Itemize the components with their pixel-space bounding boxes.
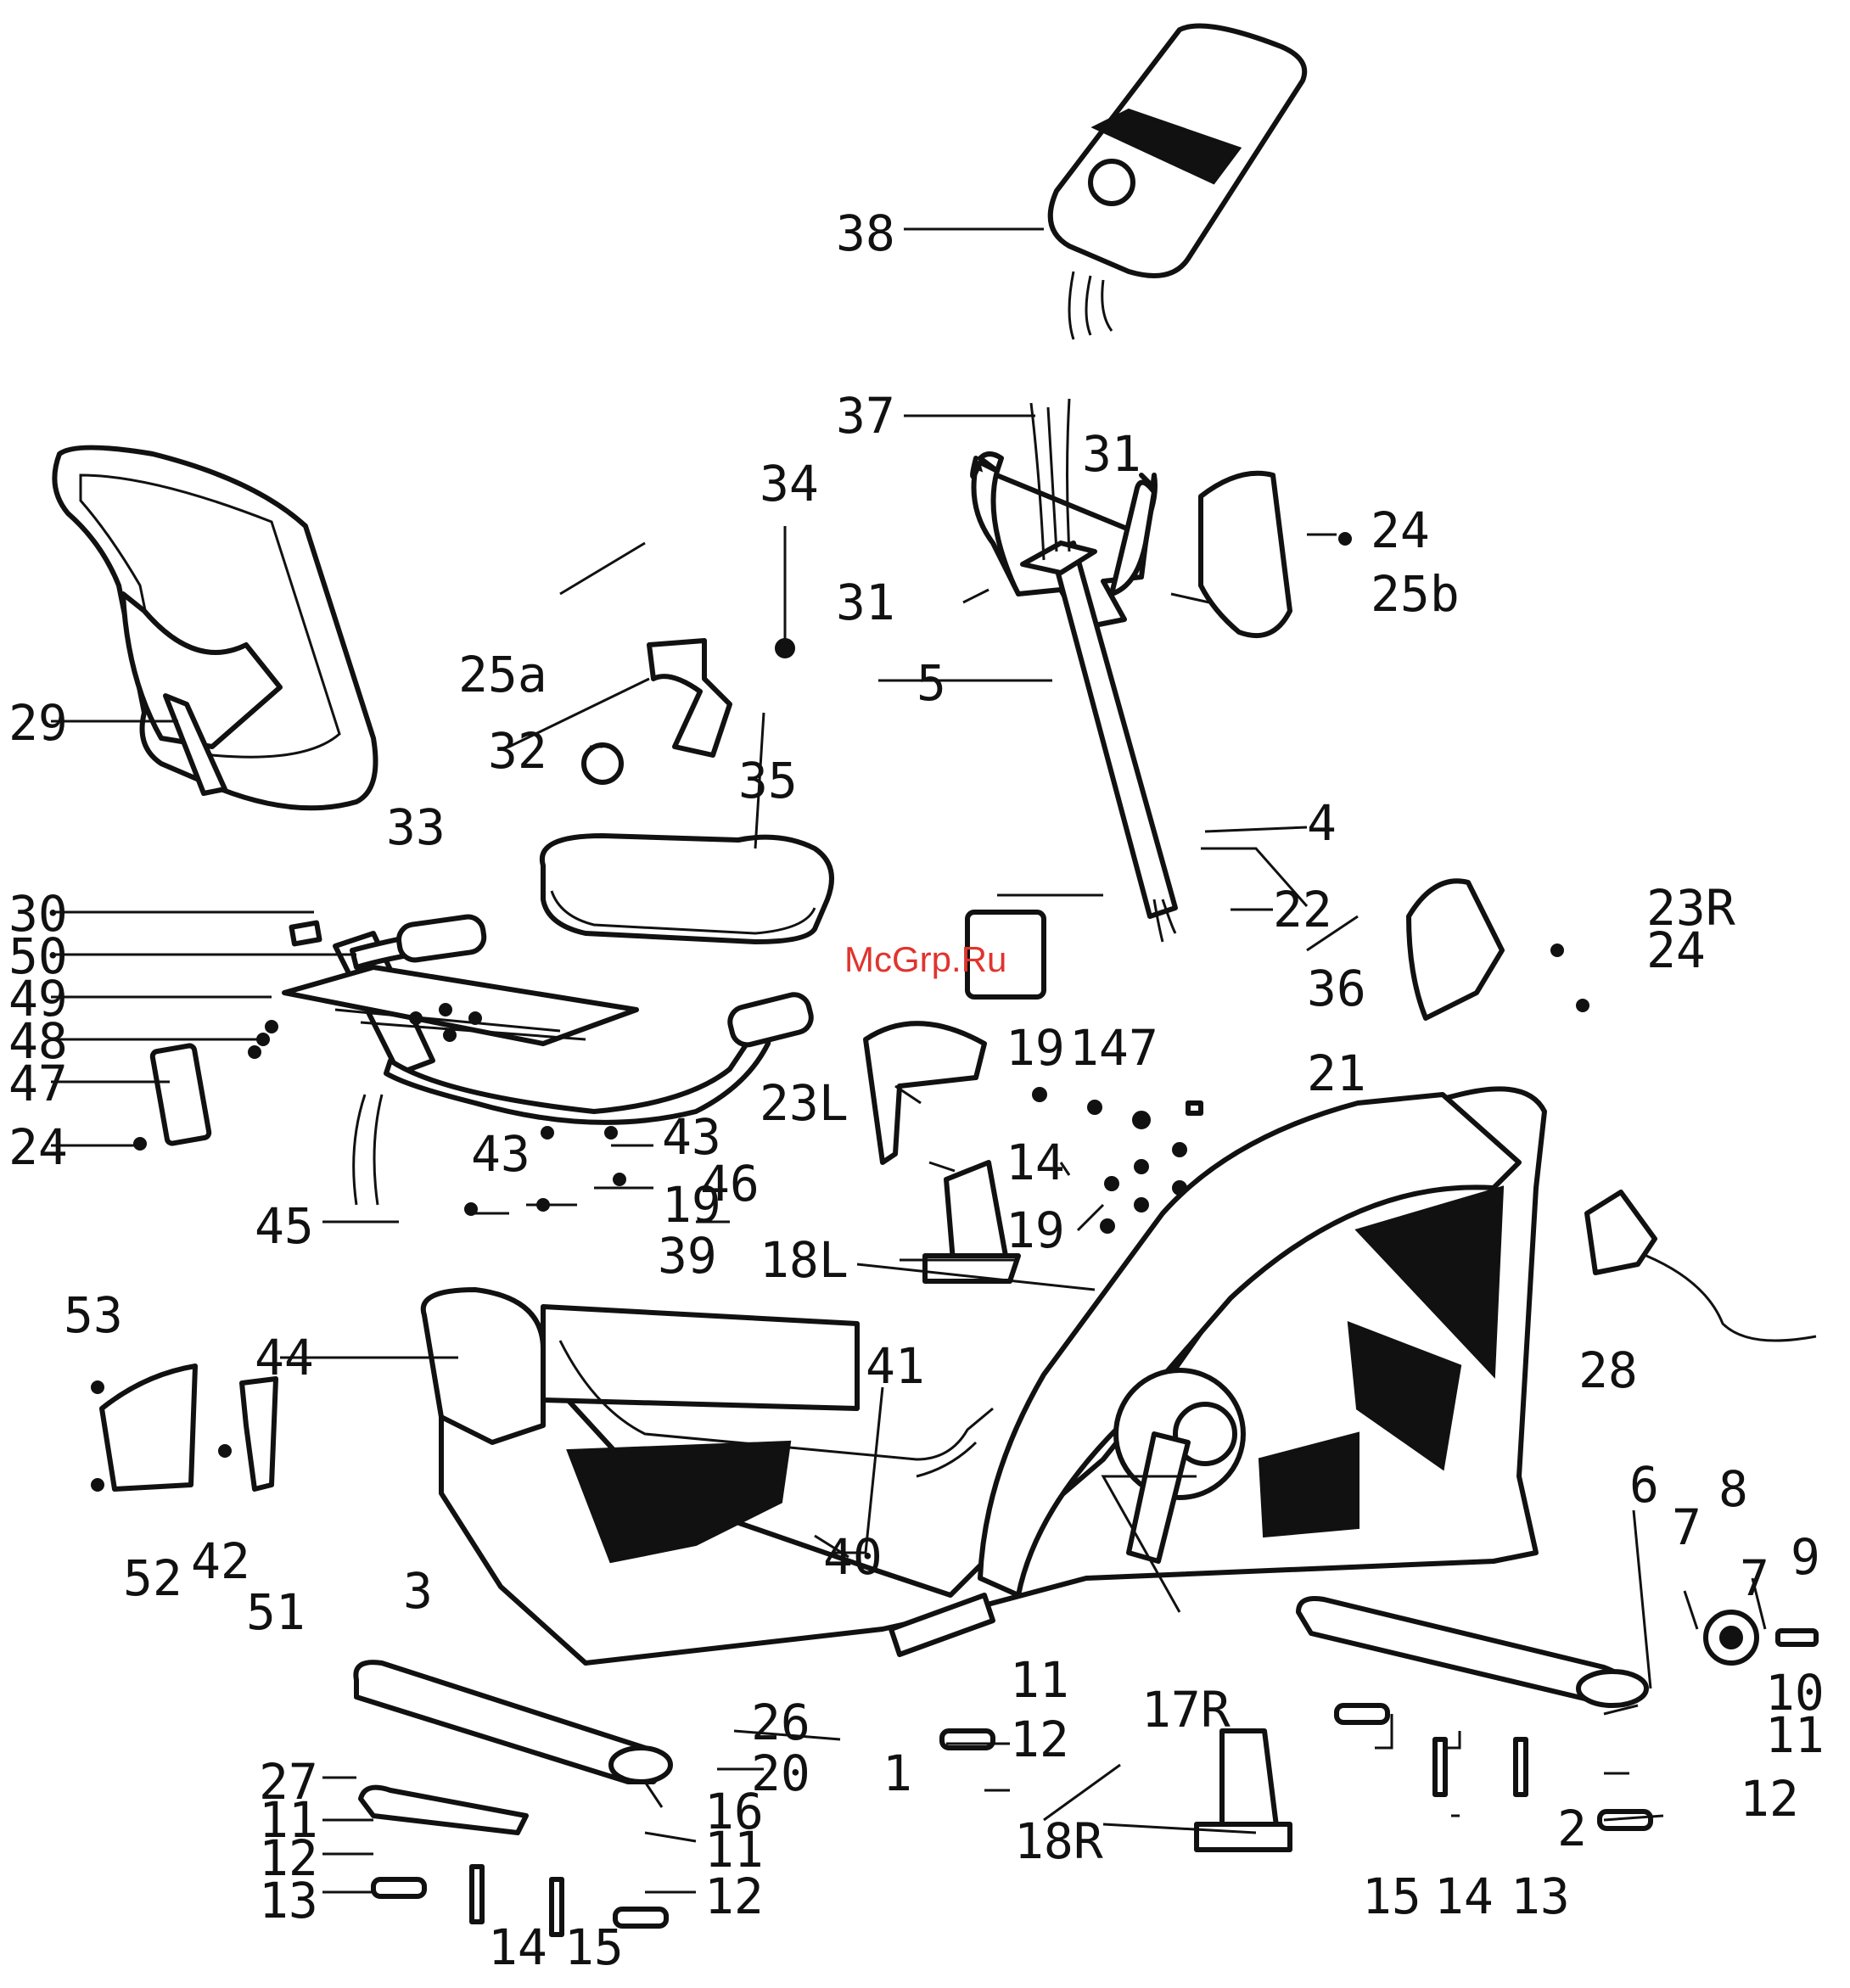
part-label: 24 — [1646, 921, 1706, 979]
part-label: 24 — [1371, 501, 1430, 559]
console-part — [1051, 26, 1304, 340]
part-label: 15 — [1362, 1868, 1421, 1925]
part-label: 14 — [1069, 1019, 1129, 1077]
part-label: 17R — [1141, 1681, 1231, 1739]
part-label: 38 — [836, 204, 895, 262]
part-label: 21 — [1307, 1044, 1366, 1102]
part-label: 18L — [760, 1231, 849, 1289]
seat-part — [542, 836, 832, 942]
handlebar-mast-part — [973, 399, 1175, 942]
part-label: 29 — [8, 694, 68, 752]
part-label: 7 — [1740, 1549, 1769, 1607]
part-label: 19 — [1006, 1201, 1065, 1259]
part-label: 9 — [1791, 1528, 1820, 1586]
part-label: 5 — [917, 654, 946, 712]
part-label: 3 — [403, 1562, 433, 1620]
part-label: 52 — [123, 1549, 182, 1607]
part-label: 12 — [1010, 1711, 1069, 1768]
part-label: 36 — [1307, 960, 1366, 1017]
part-label: 25a — [458, 646, 547, 703]
part-label: 24 — [8, 1118, 68, 1176]
part-label: 8 — [1718, 1460, 1748, 1518]
part-label: 13 — [1511, 1868, 1570, 1925]
part-labels: 38 37 31 31 34 24 25b 25a 5 29 32 35 4 3… — [8, 204, 1825, 1976]
part-label: 12 — [1740, 1770, 1799, 1828]
part-label: 44 — [255, 1329, 314, 1386]
part-label: 19 — [662, 1176, 721, 1234]
part-label: 18R — [1014, 1812, 1103, 1870]
part-label: 2 — [1557, 1800, 1587, 1857]
part-label: 13 — [259, 1872, 318, 1929]
part-label: 26 — [751, 1694, 810, 1751]
part-label: 47 — [8, 1055, 68, 1112]
part-label: 22 — [1273, 881, 1332, 938]
part-label: 31 — [1082, 425, 1141, 483]
part-label: 32 — [488, 722, 547, 780]
part-label: 25b — [1371, 565, 1460, 623]
part-label: 53 — [64, 1286, 123, 1344]
part-label: 35 — [738, 752, 798, 809]
part-label: 11 — [1010, 1651, 1069, 1709]
part-label: 1 — [883, 1744, 912, 1802]
part-label: 19 — [1006, 1019, 1065, 1077]
part-label: 7 — [1129, 1019, 1158, 1077]
watermark-text: McGrp.Ru — [844, 939, 1006, 979]
part-label: 4 — [1307, 794, 1337, 852]
part-label: 28 — [1578, 1341, 1638, 1399]
part-label: 31 — [836, 574, 895, 631]
part-label: 14 — [1434, 1868, 1494, 1925]
part-label: 33 — [386, 798, 446, 856]
part-label: 12 — [704, 1868, 764, 1925]
part-label: 40 — [823, 1528, 883, 1586]
part-label: 42 — [191, 1532, 250, 1590]
part-label: 6 — [1629, 1456, 1659, 1514]
part-label: 45 — [255, 1197, 314, 1255]
part-label: 51 — [246, 1583, 306, 1641]
part-label: 43 — [471, 1125, 530, 1183]
part-label: 37 — [836, 387, 895, 445]
part-label: 41 — [866, 1337, 925, 1395]
part-label: 11 — [1765, 1706, 1825, 1764]
part-label: 15 — [564, 1918, 624, 1976]
part-label: 14 — [1006, 1134, 1065, 1191]
back-rest-part — [54, 448, 375, 809]
part-label: 7 — [1672, 1498, 1701, 1556]
part-label: 39 — [658, 1227, 717, 1285]
part-label: 34 — [760, 455, 819, 512]
part-label: 23L — [760, 1074, 849, 1132]
part-label: 14 — [488, 1918, 547, 1976]
